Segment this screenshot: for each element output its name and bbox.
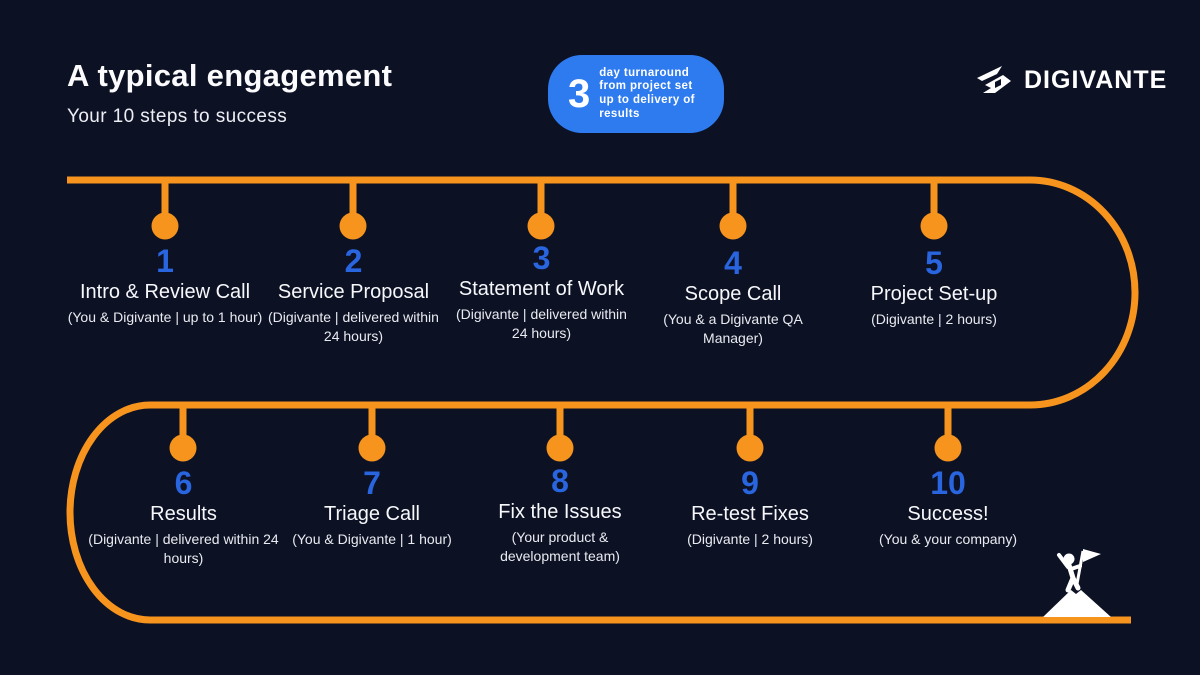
step-subtitle: (Digivante | delivered within 24 hours): [88, 531, 279, 566]
page-subtitle: Your 10 steps to success: [67, 106, 288, 127]
step-title: Project Set-up: [870, 283, 998, 305]
step-10: 10 Success! (You & your company): [838, 466, 1058, 549]
step-1: 1 Intro & Review Call (You & Digivante |…: [50, 244, 280, 327]
step-title: Triage Call: [324, 503, 420, 525]
step-subtitle: (You & Digivante | 1 hour): [292, 531, 452, 547]
step-number: 3: [532, 240, 551, 276]
step-number: 5: [925, 245, 943, 281]
step-subtitle: (Digivante | 2 hours): [871, 311, 997, 327]
step-title: Service Proposal: [277, 281, 430, 303]
step-number: 6: [174, 465, 193, 501]
digivante-logo: DIGIVANTE: [975, 64, 1167, 96]
step-5: 5 Project Set-up (Digivante | 2 hours): [829, 246, 1039, 329]
step-subtitle: (You & Digivante | up to 1 hour): [67, 309, 263, 325]
step-9: 9 Re-test Fixes (Digivante | 2 hours): [645, 466, 855, 549]
step-title: Intro & Review Call: [79, 281, 251, 303]
step-subtitle: (You & a Digivante QA Manager): [663, 311, 803, 346]
badge-text: day turnaround from project set up to de…: [599, 66, 695, 120]
step-8: 8 Fix the Issues (Your product & develop…: [470, 464, 650, 566]
step-title: Statement of Work: [458, 278, 625, 300]
step-4: 4 Scope Call (You & a Digivante QA Manag…: [638, 246, 828, 348]
step-number: 8: [551, 463, 569, 499]
step-subtitle: (Digivante | 2 hours): [687, 531, 813, 547]
step-3: 3 Statement of Work (Digivante | deliver…: [454, 241, 629, 343]
step-subtitle: (Your product & development team): [500, 529, 620, 564]
step-title: Scope Call: [684, 283, 782, 305]
header: A typical engagement Your 10 steps to su…: [67, 58, 392, 128]
step-number: 9: [741, 465, 759, 501]
step-number: 10: [930, 465, 966, 501]
step-title: Results: [150, 503, 217, 525]
step-subtitle: (Digivante | delivered within 24 hours): [268, 309, 439, 344]
step-subtitle: (You & your company): [879, 531, 1017, 547]
step-number: 2: [344, 243, 363, 279]
summit-flag-illustration: [1043, 549, 1111, 617]
digivante-logo-icon: [977, 66, 1011, 93]
step-title: Re-test Fixes: [691, 503, 809, 525]
step-subtitle: (Digivante | delivered within 24 hours): [456, 306, 627, 341]
badge-number: 3: [568, 72, 591, 116]
step-7: 7 Triage Call (You & Digivante | 1 hour): [257, 466, 487, 549]
digivante-logo-text: DIGIVANTE: [1024, 65, 1168, 94]
step-markers-top: [151, 180, 948, 240]
step-markers-bottom: [169, 405, 962, 462]
step-title: Fix the Issues: [498, 501, 622, 523]
step-6: 6 Results (Digivante | delivered within …: [71, 466, 296, 568]
turnaround-badge: 3 day turnaround from project set up to …: [548, 55, 724, 133]
step-number: 1: [156, 243, 174, 279]
step-number: 7: [363, 465, 381, 501]
step-title: Success!: [907, 503, 989, 525]
step-2: 2 Service Proposal (Digivante | delivere…: [266, 244, 441, 346]
step-number: 4: [724, 245, 742, 281]
page-title: A typical engagement: [67, 58, 393, 93]
